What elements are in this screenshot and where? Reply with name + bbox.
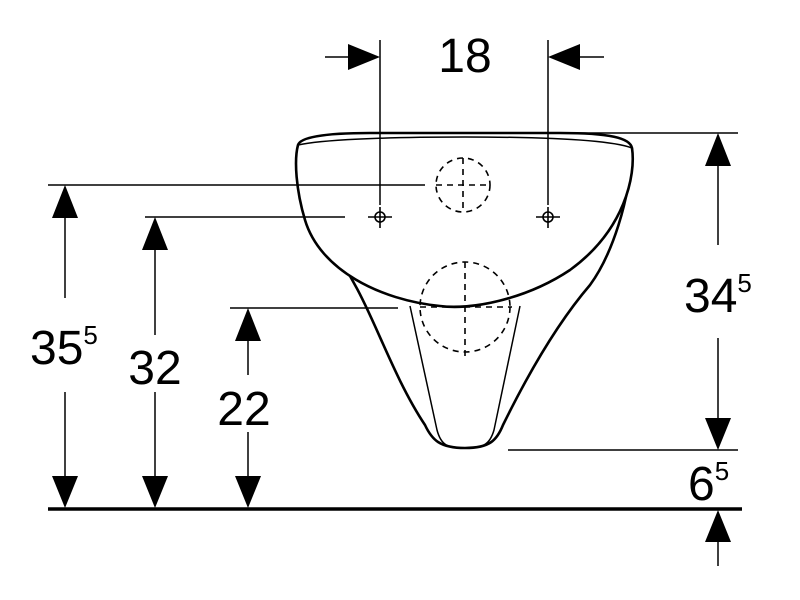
dim-18-label: 18 bbox=[438, 30, 491, 83]
svg-text:18: 18 bbox=[438, 30, 491, 83]
wc-bowl-outline bbox=[294, 131, 634, 450]
dim-22-label: 22 bbox=[217, 383, 270, 436]
svg-text:345: 345 bbox=[684, 268, 752, 323]
svg-text:32: 32 bbox=[128, 342, 181, 395]
dimension-outer-height: 355 bbox=[30, 185, 98, 508]
dimension-outlet-height: 22 bbox=[217, 308, 271, 508]
dim-355-sup: 5 bbox=[83, 320, 97, 350]
dim-32-label: 32 bbox=[128, 342, 181, 395]
extension-lines bbox=[48, 40, 738, 451]
dim-355-label: 35 bbox=[30, 322, 83, 375]
fixing-bolt-right bbox=[536, 207, 560, 228]
dim-65-label: 6 bbox=[688, 458, 715, 511]
dimension-base-clearance: 65 bbox=[688, 456, 731, 566]
dimension-fixing-height: 32 bbox=[128, 217, 182, 508]
svg-text:355: 355 bbox=[30, 320, 98, 375]
dim-65-sup: 5 bbox=[715, 456, 729, 486]
fixing-bolt-left bbox=[368, 207, 392, 228]
water-inlet-marker bbox=[435, 157, 491, 213]
waste-outlet-marker bbox=[419, 261, 512, 357]
svg-text:22: 22 bbox=[217, 383, 270, 436]
dimension-pipe-spacing: 18 bbox=[325, 30, 604, 83]
wc-rim-lip bbox=[297, 136, 633, 149]
wc-pedestal-face bbox=[409, 305, 521, 449]
dim-345-label: 34 bbox=[684, 270, 737, 323]
dimension-bowl-height: 345 bbox=[684, 133, 752, 450]
dim-345-sup: 5 bbox=[737, 268, 751, 298]
svg-text:65: 65 bbox=[688, 456, 729, 511]
